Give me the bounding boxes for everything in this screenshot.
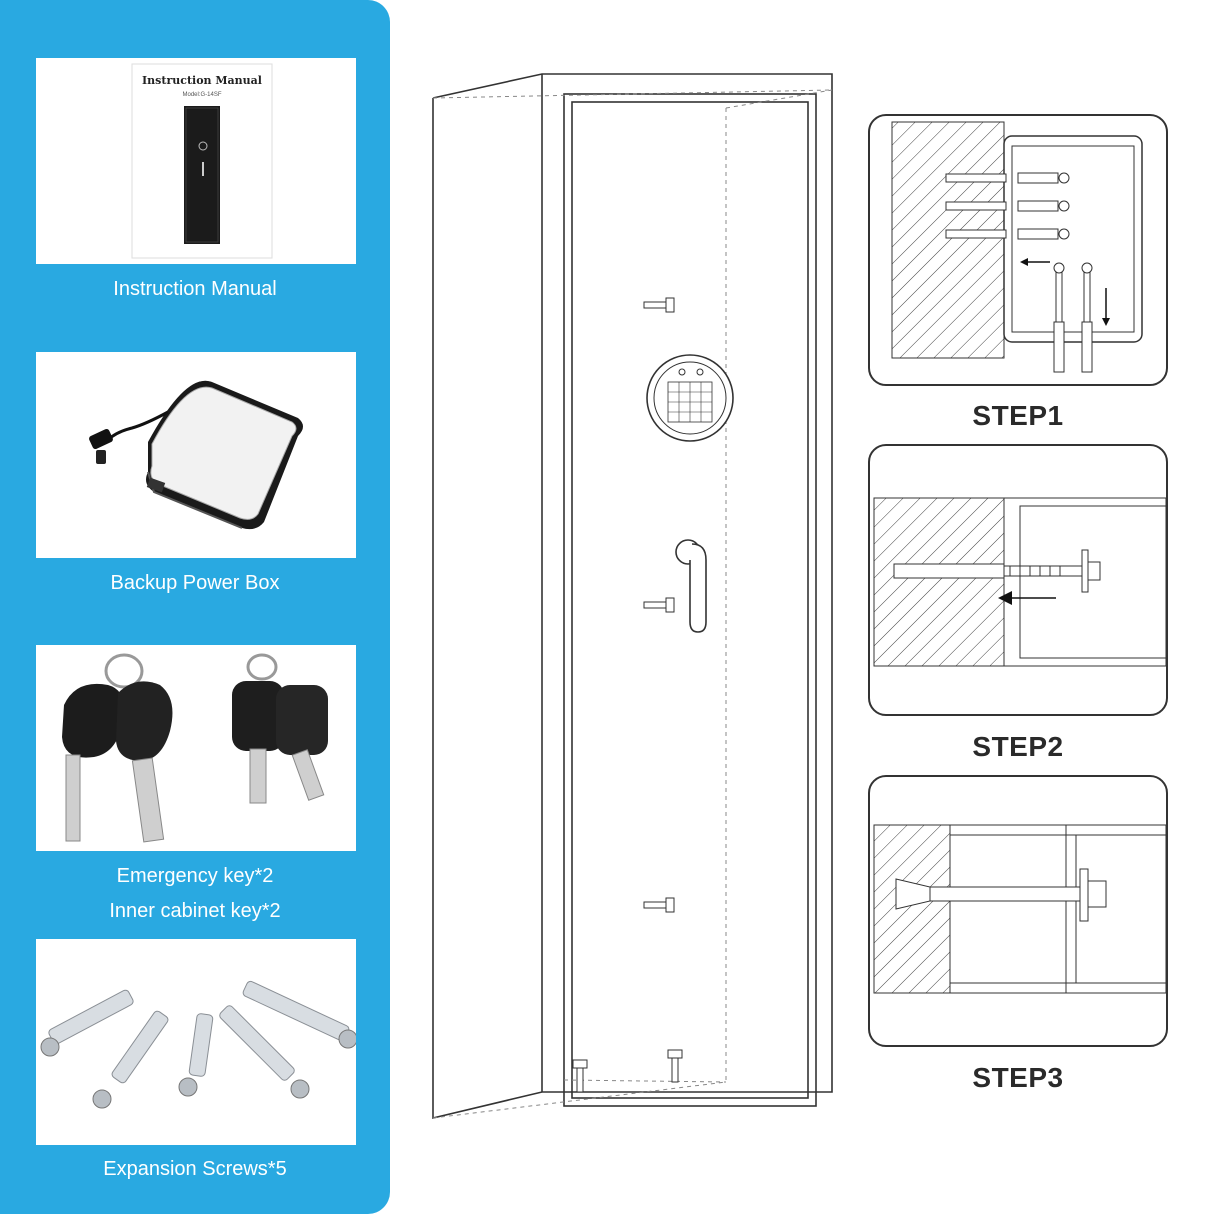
inner-cabinet-key-label: Inner cabinet key*2 xyxy=(109,900,281,922)
expansion-screws-icon xyxy=(40,980,356,1109)
bolt-icons xyxy=(572,297,683,1093)
instruction-manual-label: Instruction Manual xyxy=(113,278,277,300)
step3-diagram xyxy=(868,775,1168,1047)
backup-power-box-label: Backup Power Box xyxy=(110,572,280,594)
emergency-key-label: Emergency key*2 xyxy=(116,865,274,887)
keypad-icon xyxy=(646,354,734,442)
expansion-screws-card xyxy=(36,939,356,1145)
power-box-icon xyxy=(89,380,303,530)
keys-icon xyxy=(62,653,328,843)
instruction-manual-card: Instruction Manual Model:G-14SF xyxy=(36,58,356,264)
step1-label: STEP1 xyxy=(972,400,1064,431)
step2-label: STEP2 xyxy=(972,731,1064,762)
backup-power-box-card xyxy=(36,352,356,558)
step1-diagram xyxy=(868,114,1168,386)
step3-label: STEP3 xyxy=(972,1062,1064,1093)
gun-safe-outline xyxy=(432,73,833,1120)
accessories-panel: Instruction Manual Model:G-14SF Instruct… xyxy=(0,0,390,1214)
keys-card xyxy=(36,645,356,851)
expansion-screws-label: Expansion Screws*5 xyxy=(103,1158,287,1180)
step2-diagram xyxy=(868,444,1168,716)
handle-icon xyxy=(675,539,707,633)
manual-model: Model:G-14SF xyxy=(182,92,221,98)
manual-title: Instruction Manual xyxy=(142,74,262,87)
